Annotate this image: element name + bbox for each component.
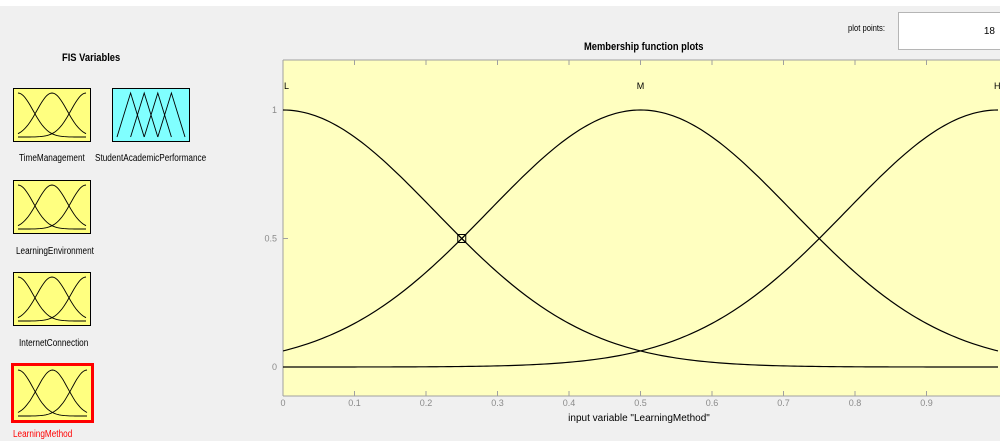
mf-label-m: M <box>637 81 645 91</box>
var-label-learning-environment: LearningEnvironment <box>16 246 94 257</box>
fis-variables-title: FIS Variables <box>62 52 121 64</box>
x-tick-label: 0.8 <box>849 398 862 408</box>
y-tick-label: 0 <box>272 362 277 372</box>
mf-gaussian-icon <box>17 92 87 138</box>
var-label-time-management: TimeManagement <box>19 153 85 164</box>
mf-gaussian-icon <box>17 184 87 230</box>
mf-icon-curve <box>157 91 186 138</box>
x-tick-label: 0 <box>280 398 285 408</box>
var-box-learning-method[interactable] <box>11 363 94 423</box>
mf-icon-curve <box>17 276 87 319</box>
mf-icon-curve <box>143 91 172 138</box>
x-axis-label: input variable "LearningMethod" <box>568 413 710 424</box>
plot-title: Membership function plots <box>584 41 704 53</box>
mf-icon-curve <box>18 276 87 322</box>
mf-icon-curve <box>17 92 87 135</box>
mf-triangles-icon <box>116 91 186 138</box>
mf-gaussian-icon <box>17 276 87 322</box>
mf-icon-curve <box>116 91 145 138</box>
var-label-student-academic-performance: StudentAcademicPerformance <box>95 153 207 164</box>
top-strip <box>0 0 1000 6</box>
mf-icon-curve <box>17 184 87 227</box>
x-tick-label: 0.7 <box>777 398 790 408</box>
mf-gaussian-icon <box>17 369 88 417</box>
x-tick-label: 0.2 <box>420 398 433 408</box>
y-tick-label: 1 <box>272 105 277 115</box>
x-tick-label: 0.1 <box>348 398 361 408</box>
var-box-student-academic-performance[interactable] <box>112 88 190 142</box>
mf-icon-curve <box>130 91 159 138</box>
mf-icon-curve <box>17 369 88 413</box>
mf-label-h: H <box>994 81 1000 91</box>
mf-curve-h[interactable] <box>283 109 999 368</box>
x-tick-label: 0.4 <box>563 398 576 408</box>
plot-background <box>283 60 1000 396</box>
mf-label-l: L <box>284 81 289 91</box>
var-box-time-management[interactable] <box>13 88 91 142</box>
var-box-internet-connection[interactable] <box>13 272 91 326</box>
x-tick-label: 0.6 <box>706 398 719 408</box>
var-label-internet-connection: InternetConnection <box>19 338 89 349</box>
mf-icon-curve <box>18 369 88 417</box>
var-label-learning-method: LearningMethod <box>13 429 73 440</box>
mf-curve-m[interactable] <box>283 109 999 352</box>
mf-icon-curve <box>18 92 87 138</box>
x-tick-label: 0.5 <box>634 398 647 408</box>
x-tick-label: 0.9 <box>920 398 933 408</box>
mf-icon-curve <box>18 184 87 230</box>
plot-points-label: plot points: <box>848 23 886 33</box>
var-box-learning-environment[interactable] <box>13 180 91 234</box>
crossover-marker <box>457 234 467 243</box>
plot-points-input[interactable] <box>898 12 1000 50</box>
x-tick-label: 0.3 <box>491 398 504 408</box>
y-tick-label: 0.5 <box>264 234 277 244</box>
